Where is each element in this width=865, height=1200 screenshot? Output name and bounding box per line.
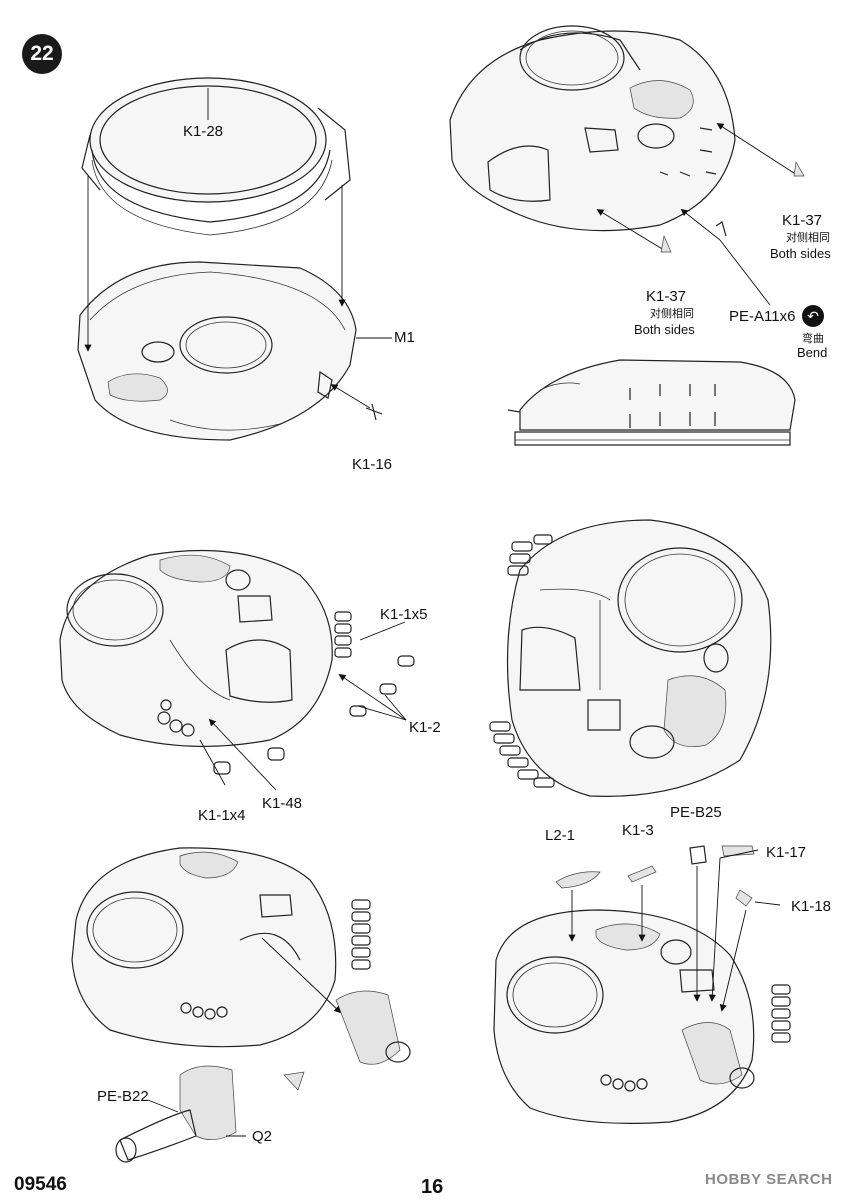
smoke-launchers-top-view — [489, 534, 555, 788]
label-m1: M1 — [394, 329, 415, 346]
turret-mid-left — [59, 549, 333, 747]
part-k1-3 — [627, 865, 657, 883]
turret-floor-m1 — [77, 261, 357, 441]
turret-top-view — [506, 519, 772, 797]
label-l2-1: L2-1 — [545, 827, 576, 844]
label-bend-en: Bend — [797, 345, 828, 360]
label-k1-18: K1-18 — [791, 898, 832, 915]
label-k1-37-left-en: Both sides — [634, 322, 695, 337]
launchers-bottom-right — [771, 984, 791, 1043]
label-k1-37-left: K1-37 — [646, 288, 687, 305]
launchers-bottom-left — [351, 899, 371, 970]
label-k1-48: K1-48 — [262, 795, 303, 812]
label-k1-37-right-en: Both sides — [770, 246, 831, 261]
label-pe-b25: PE-B25 — [670, 804, 722, 821]
direction-arrow-icon — [283, 1071, 305, 1091]
part-k1-48 — [267, 747, 285, 761]
label-k1-1x5: K1-1x5 — [380, 606, 428, 623]
label-k1-37-right: K1-37 — [782, 212, 823, 229]
label-q2: Q2 — [252, 1128, 273, 1145]
label-bend-cn: 弯曲 — [802, 332, 824, 345]
label-k1-2: K1-2 — [409, 719, 441, 736]
turret-side-view — [507, 359, 796, 446]
label-k1-16: K1-16 — [352, 456, 393, 473]
label-k1-1x4: K1-1x4 — [198, 807, 246, 824]
step-number-badge: 22 — [22, 34, 62, 74]
smoke-launchers-k1-1x5 — [334, 611, 415, 717]
mantlet-cover-q2-mounted — [335, 990, 411, 1065]
label-pe-b22: PE-B22 — [97, 1088, 149, 1105]
kit-code: 09546 — [14, 1174, 67, 1195]
bend-icon: ↶ — [802, 305, 824, 327]
part-l2-1 — [555, 871, 601, 889]
turret-bottom-right — [493, 909, 755, 1124]
watermark: HOBBY SEARCH — [705, 1171, 833, 1188]
mantlet-cover-q2 — [115, 1065, 237, 1163]
label-k1-28: K1-28 — [183, 123, 224, 140]
label-k1-17: K1-17 — [766, 844, 807, 861]
pin-k1-16 — [365, 403, 383, 421]
clip-k1-37-a — [793, 160, 805, 177]
label-k1-37-right-cn: 对侧相同 — [786, 231, 830, 244]
clip-k1-37-b — [660, 234, 672, 253]
label-pe-a11: PE-A11x6 — [729, 308, 796, 325]
pe-a11-bracket — [715, 221, 727, 237]
page-number: 16 — [421, 1176, 444, 1198]
ring-part-k1-28 — [81, 77, 351, 236]
part-k1-18 — [735, 889, 753, 907]
label-k1-37-left-cn: 对侧相同 — [650, 307, 694, 320]
part-pe-b25 — [689, 845, 707, 865]
launcher-k1-1x4 — [213, 761, 231, 775]
turret-bottom-left — [71, 847, 337, 1048]
turret-top-right — [449, 25, 736, 232]
label-k1-3: K1-3 — [622, 822, 654, 839]
part-k1-17 — [721, 845, 755, 857]
